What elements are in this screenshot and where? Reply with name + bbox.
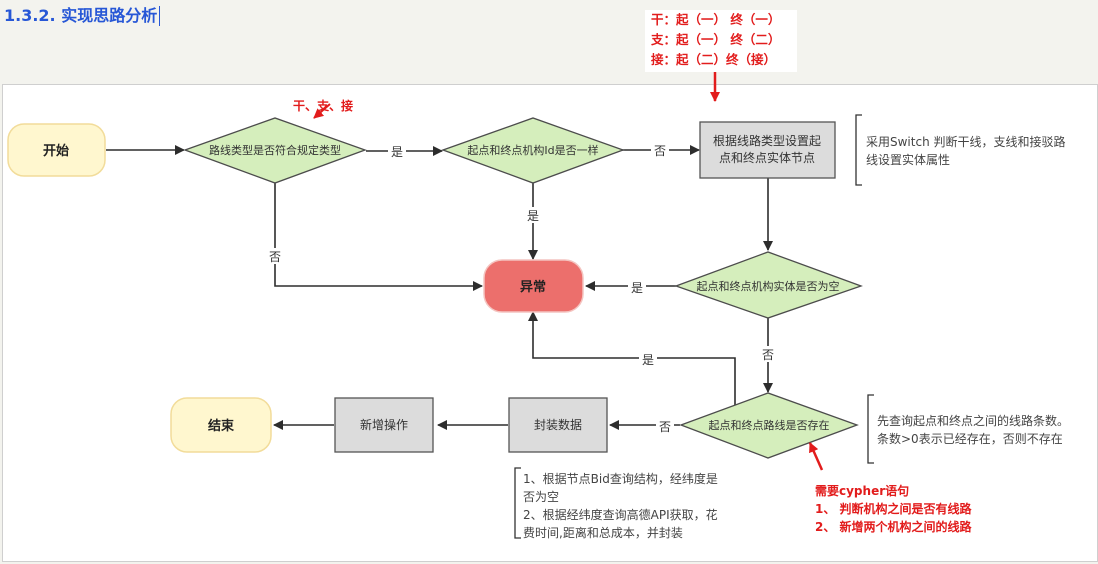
edge-label-d4-yes: 是 <box>642 353 654 367</box>
start-node <box>7 123 106 177</box>
note-bracket-bid <box>514 467 521 539</box>
error-node <box>483 259 584 313</box>
decision-entity-empty <box>674 251 863 319</box>
decision-entity-empty-label: 起点和终点机构实体是否为空 <box>697 279 840 293</box>
cypher-note-line: 需要cypher语句 <box>815 484 910 498</box>
switch-note-line: 采用Switch 判断干线，支线和接驳路 <box>866 135 1066 149</box>
decision-route-type-label: 路线类型是否符合规定类型 <box>209 143 341 157</box>
process-pack-data <box>508 397 608 453</box>
edge-label-d3-yes: 是 <box>631 281 643 295</box>
top-note-box: 干：起（一） 终（一） 支：起（一） 终（二） 接：起（二）终（接） <box>645 10 797 72</box>
red-arrow-types <box>313 103 331 119</box>
bid-note-line: 费时间,距离和总成本，并封装 <box>523 526 683 540</box>
count-note-line: 先查询起点和终点之间的线路条数。 <box>877 414 1070 428</box>
end-node <box>170 397 272 453</box>
cypher-note-line: 2、 新增两个机构之间的线路 <box>815 520 972 534</box>
decision-org-id <box>441 117 625 184</box>
decision-org-id-label: 起点和终点机构Id是否一样 <box>467 143 598 157</box>
switch-note-line: 线设置实体属性 <box>866 153 951 167</box>
edge-d1-error <box>274 183 483 291</box>
process-add-label: 新增操作 <box>360 417 408 432</box>
edge-label-d3-no: 否 <box>762 348 774 362</box>
top-note-line: 支：起（一） 终（二） <box>651 32 781 47</box>
process-set-entity <box>699 121 836 179</box>
bid-note: 1、根据节点Bid查询结构，经纬度是 否为空 2、根据经纬度查询高德API获取，… <box>523 470 743 542</box>
count-note-line: 条数>0表示已经存在，否则不存在 <box>877 432 1063 446</box>
edge-label-d4-no: 否 <box>659 420 671 434</box>
end-label: 结束 <box>208 418 235 434</box>
error-label: 异常 <box>520 279 546 295</box>
top-note-line: 干：起（一） 终（一） <box>651 12 781 27</box>
start-label: 开始 <box>43 143 69 159</box>
bid-note-line: 1、根据节点Bid查询结构，经纬度是 <box>523 472 718 486</box>
edge-label-d1-no: 否 <box>269 250 281 264</box>
top-note-line: 接：起（二）终（接） <box>651 52 777 67</box>
edge-label-d2-no: 否 <box>654 144 666 158</box>
red-arrow-cypher <box>808 442 824 471</box>
edge-label-d1-yes: 是 <box>391 145 403 159</box>
count-note: 先查询起点和终点之间的线路条数。 条数>0表示已经存在，否则不存在 <box>877 412 1097 448</box>
cypher-note-line: 1、 判断机构之间是否有线路 <box>815 502 972 516</box>
page-title: 1.3.2. 实现思路分析 <box>4 6 161 26</box>
decision-route-type <box>183 117 367 184</box>
note-bracket-switch <box>855 114 862 186</box>
switch-note: 采用Switch 判断干线，支线和接驳路 线设置实体属性 <box>866 133 1091 169</box>
bid-note-line: 2、根据经纬度查询高德API获取，花 <box>523 508 718 522</box>
cypher-note: 需要cypher语句 1、 判断机构之间是否有线路 2、 新增两个机构之间的线路 <box>815 482 1015 536</box>
decision-route-exists <box>679 392 859 459</box>
decision-route-exists-label: 起点和终点路线是否存在 <box>709 418 830 432</box>
edge-d4-error <box>528 311 736 405</box>
bid-note-line: 否为空 <box>523 490 560 504</box>
process-pack-data-label: 封装数据 <box>534 417 582 432</box>
edge-label-d2-yes: 是 <box>527 209 539 223</box>
process-set-entity-line1: 根据线路类型设置起 <box>713 133 821 148</box>
process-set-entity-line2: 点和终点实体节点 <box>719 150 815 165</box>
process-add <box>334 397 434 453</box>
types-note: 干、支、接 <box>293 99 354 113</box>
note-bracket-count <box>867 394 874 464</box>
